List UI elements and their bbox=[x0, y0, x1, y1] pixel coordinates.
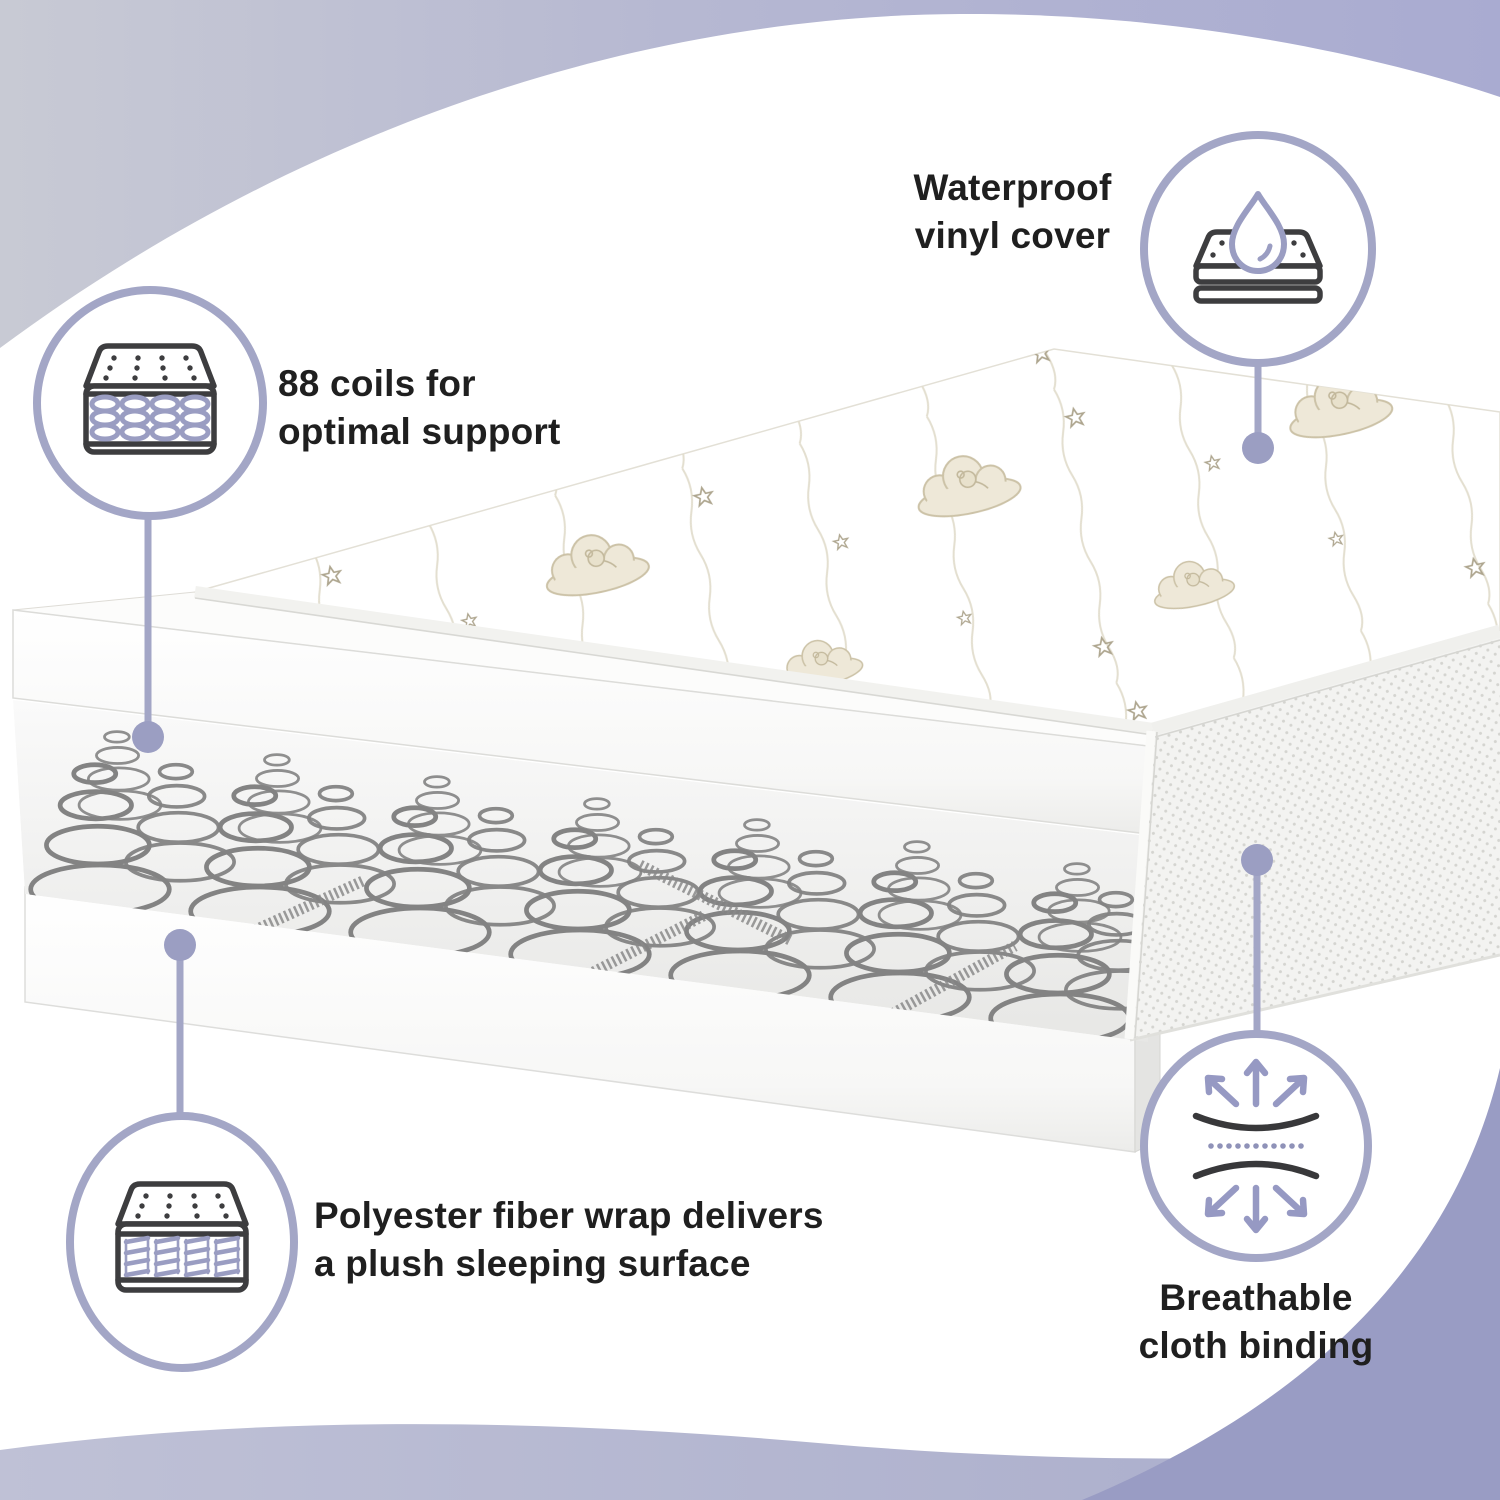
callout-polyester bbox=[66, 929, 298, 1372]
connector-dot bbox=[1241, 844, 1273, 876]
feature-label-line: vinyl cover bbox=[914, 215, 1111, 256]
cover-fold-edges bbox=[194, 586, 1500, 1040]
feature-label-line: Polyester fiber wrap delivers bbox=[314, 1195, 824, 1236]
side-binding-panel bbox=[1129, 631, 1500, 1042]
feature-label-line: cloth binding bbox=[1138, 1325, 1374, 1366]
connector-dot bbox=[164, 929, 196, 961]
callout-waterproof bbox=[1140, 131, 1376, 464]
waterproof-droplet-mattress-icon bbox=[1193, 191, 1323, 304]
feature-label-breathable: Breathable cloth binding bbox=[1096, 1274, 1416, 1370]
feature-label-polyester: Polyester fiber wrap delivers a plush sl… bbox=[314, 1192, 824, 1288]
callout-coils bbox=[33, 286, 267, 753]
mattress-illustration bbox=[12, 348, 1500, 1153]
feature-label-line: a plush sleeping surface bbox=[314, 1243, 751, 1284]
feature-label-coils: 88 coils for optimal support bbox=[278, 360, 561, 456]
helix-wire-bands bbox=[182, 860, 1018, 1042]
feature-label-waterproof: Waterproof vinyl cover bbox=[890, 164, 1135, 260]
feature-label-line: 88 coils for bbox=[278, 363, 476, 404]
feature-label-line: Waterproof bbox=[913, 167, 1112, 208]
connector-dot bbox=[1242, 432, 1274, 464]
connector-dot bbox=[132, 721, 164, 753]
bottom-right-corner-swoosh bbox=[1082, 1068, 1500, 1500]
feature-label-line: optimal support bbox=[278, 411, 561, 452]
innerspring-coils-mattress-icon bbox=[83, 343, 217, 455]
coil-springs-layer bbox=[13, 700, 1148, 1042]
breathable-expand-arrows-icon bbox=[1192, 1058, 1320, 1234]
feature-label-line: Breathable bbox=[1159, 1277, 1353, 1318]
polyester-fiber-wrap-mattress-icon bbox=[115, 1181, 249, 1293]
callout-breathable bbox=[1140, 844, 1372, 1262]
